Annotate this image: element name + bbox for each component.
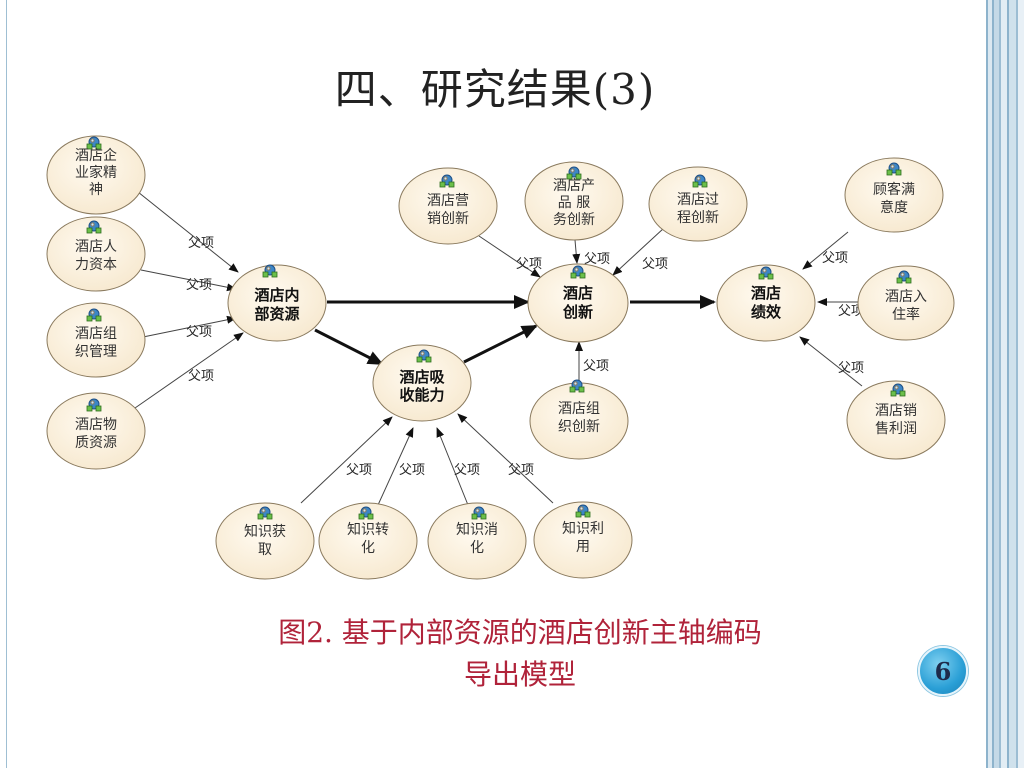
edge-label-entrepreneur: 父项 xyxy=(188,236,214,251)
decorative-side-stripes xyxy=(982,0,1024,768)
svg-text:酒店产品 服务创新: 酒店产品 服务创新 xyxy=(553,178,595,228)
caption-line-2: 导出模型 xyxy=(463,658,576,691)
svg-text:酒店销售利润: 酒店销售利润 xyxy=(875,403,917,437)
edge-label-ktransform: 父项 xyxy=(399,463,425,478)
svg-text:酒店吸收能力: 酒店吸收能力 xyxy=(399,368,445,404)
edge-internal-absorb xyxy=(314,328,384,366)
node-product-service-innovation: 酒店产品 服务创新 xyxy=(524,161,624,241)
edge-label-kuse: 父项 xyxy=(508,463,534,478)
node-knowledge-digestion: 知识消化 xyxy=(427,502,527,580)
node-material-resources: 酒店物质资源 xyxy=(46,392,146,470)
edge-label-human: 父项 xyxy=(186,278,212,293)
node-hotel-innovation: 酒店创新 xyxy=(527,263,629,343)
edge-label-kacquire: 父项 xyxy=(346,463,372,478)
edge-label-profit: 父项 xyxy=(838,361,864,376)
svg-text:知识转化: 知识转化 xyxy=(347,521,389,556)
svg-text:酒店绩效: 酒店绩效 xyxy=(751,284,782,321)
node-hotel-performance: 酒店绩效 xyxy=(716,264,816,342)
edge-human-internal xyxy=(140,269,237,292)
page-number-badge: 6 xyxy=(918,646,968,696)
svg-text:知识利用: 知识利用 xyxy=(562,520,604,555)
edge-label-orgmgmt: 父项 xyxy=(186,325,212,340)
edge-label-satisfaction: 父项 xyxy=(822,251,848,266)
node-absorptive-capacity: 酒店吸收能力 xyxy=(372,344,472,422)
svg-text:酒店内部资源: 酒店内部资源 xyxy=(254,286,299,323)
node-knowledge-transformation: 知识转化 xyxy=(318,502,418,580)
svg-text:酒店过程创新: 酒店过程创新 xyxy=(677,192,719,226)
svg-text:酒店组织创新: 酒店组织创新 xyxy=(558,401,600,435)
figure-caption: 图2. 基于内部资源的酒店创新主轴编码 导出模型 xyxy=(150,612,890,696)
svg-text:酒店入住率: 酒店入住率 xyxy=(885,289,927,323)
edge-satisfaction-performance xyxy=(802,231,849,270)
edge-profit-performance xyxy=(799,336,863,387)
svg-text:顾客满意度: 顾客满意度 xyxy=(873,181,915,216)
node-icon xyxy=(569,379,585,393)
edge-label-process: 父项 xyxy=(642,257,668,272)
node-entrepreneur: 酒店企业家精神 xyxy=(46,135,146,215)
edge-marketing-innovation xyxy=(478,235,541,278)
edge-kacquire-absorb xyxy=(300,416,393,504)
node-customer-satisfaction: 顾客满意度 xyxy=(844,157,944,233)
svg-text:知识消化: 知识消化 xyxy=(456,521,498,556)
edge-label-marketing: 父项 xyxy=(516,257,542,272)
node-knowledge-acquisition: 知识获取 xyxy=(215,502,315,580)
edge-kuse-absorb xyxy=(457,413,554,504)
svg-text:知识获取: 知识获取 xyxy=(244,523,286,558)
node-marketing-innovation: 酒店营销创新 xyxy=(398,167,498,245)
node-internal-resources: 酒店内部资源 xyxy=(227,264,327,342)
node-process-innovation: 酒店过程创新 xyxy=(648,166,748,242)
edge-label-kdigest: 父项 xyxy=(454,463,480,478)
svg-text:酒店营销创新: 酒店营销创新 xyxy=(427,193,469,227)
node-org-management: 酒店组织管理 xyxy=(46,302,146,378)
node-occupancy-rate: 酒店入住率 xyxy=(857,265,955,341)
edge-ktransform-absorb xyxy=(377,427,414,506)
svg-text:酒店物质资源: 酒店物质资源 xyxy=(75,417,117,451)
edge-material-internal xyxy=(134,332,244,409)
edge-entrepreneur-internal xyxy=(132,187,239,273)
node-human-capital: 酒店人力资本 xyxy=(46,216,146,292)
svg-text:酒店组织管理: 酒店组织管理 xyxy=(75,326,117,360)
node-sales-profit: 酒店销售利润 xyxy=(846,380,946,460)
svg-text:酒店创新: 酒店创新 xyxy=(562,284,593,321)
node-knowledge-use: 知识利用 xyxy=(533,501,633,579)
edge-label-product: 父项 xyxy=(584,252,610,267)
caption-line-1: 图2. 基于内部资源的酒店创新主轴编码 xyxy=(278,616,762,649)
svg-text:酒店人力资本: 酒店人力资本 xyxy=(75,239,117,273)
svg-text:酒店企业家精神: 酒店企业家精神 xyxy=(75,147,117,198)
edge-product-innovation xyxy=(572,239,581,264)
edge-absorb-innovation xyxy=(463,324,538,364)
edge-label-orginnov: 父项 xyxy=(583,359,609,374)
slide-title: 四、研究结果(3) xyxy=(334,65,656,114)
edge-label-material: 父项 xyxy=(188,369,214,384)
node-org-innovation: 酒店组织创新 xyxy=(529,379,629,460)
edge-orgmgmt-internal xyxy=(142,315,237,338)
edge-label-occupancy: 父项 xyxy=(838,304,864,319)
edge-kdigest-absorb xyxy=(436,427,469,506)
slide-frame xyxy=(6,0,984,768)
edge-process-innovation xyxy=(612,227,665,276)
